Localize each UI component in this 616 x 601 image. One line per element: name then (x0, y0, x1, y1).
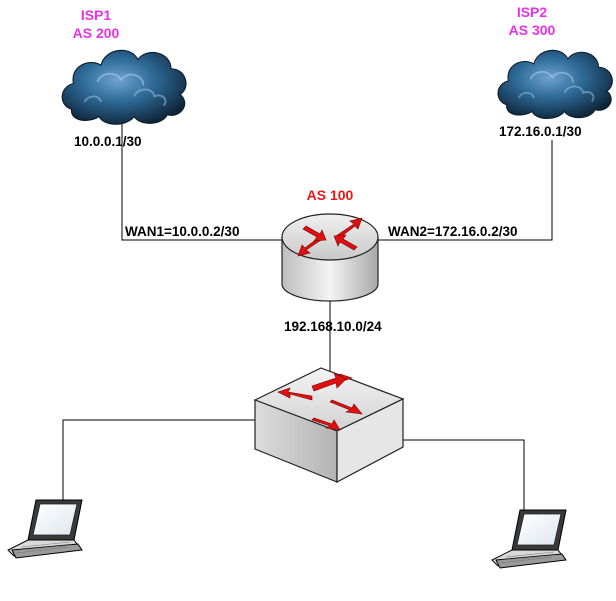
isp2-cloud-icon (497, 49, 614, 120)
switch-icon (253, 367, 405, 483)
connection-lines (62, 86, 553, 515)
isp1-address: 10.0.0.1/30 (74, 134, 142, 149)
lan-subnet: 192.168.10.0/24 (284, 319, 382, 334)
router-as: AS 100 (307, 187, 354, 203)
wan2-link (368, 140, 553, 241)
left-laptop-icon (7, 499, 83, 559)
isp2-as: AS 300 (509, 22, 556, 38)
isp1-cloud-icon (61, 49, 187, 126)
isp2-address: 172.16.0.1/30 (499, 124, 582, 139)
isp2-name: ISP2 (517, 4, 548, 20)
router-icon (281, 213, 379, 302)
wan1-link (121, 86, 300, 241)
isp1-name: ISP1 (81, 7, 112, 23)
isp1-as: AS 200 (73, 25, 120, 41)
right-laptop-icon (491, 509, 567, 569)
wan2-label: WAN2=172.16.0.2/30 (388, 224, 517, 239)
right-laptop-link (380, 439, 525, 515)
wan1-label: WAN1=10.0.0.2/30 (125, 224, 239, 239)
left-laptop-link (62, 419, 280, 505)
